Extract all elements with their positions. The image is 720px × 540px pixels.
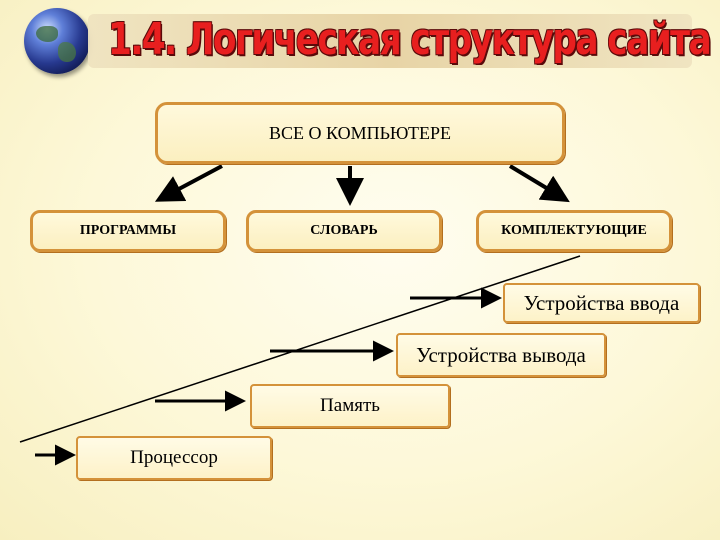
node-dictionary: СЛОВАРЬ	[246, 210, 442, 252]
node-input-devices: Устройства ввода	[503, 283, 700, 323]
node-output-devices: Устройства вывода	[396, 333, 606, 377]
node-memory: Память	[250, 384, 450, 428]
arrow-to-programs	[154, 164, 223, 202]
title-banner	[88, 14, 692, 68]
diagonal-line	[19, 255, 581, 443]
arrow-to-components	[508, 164, 570, 203]
root-node: ВСЕ О КОМПЬЮТЕРЕ	[155, 102, 565, 164]
globe-logo-icon	[24, 8, 90, 74]
node-components: КОМПЛЕКТУЮЩИЕ	[476, 210, 672, 252]
node-programs: ПРОГРАММЫ	[30, 210, 226, 252]
node-processor: Процессор	[76, 436, 272, 480]
